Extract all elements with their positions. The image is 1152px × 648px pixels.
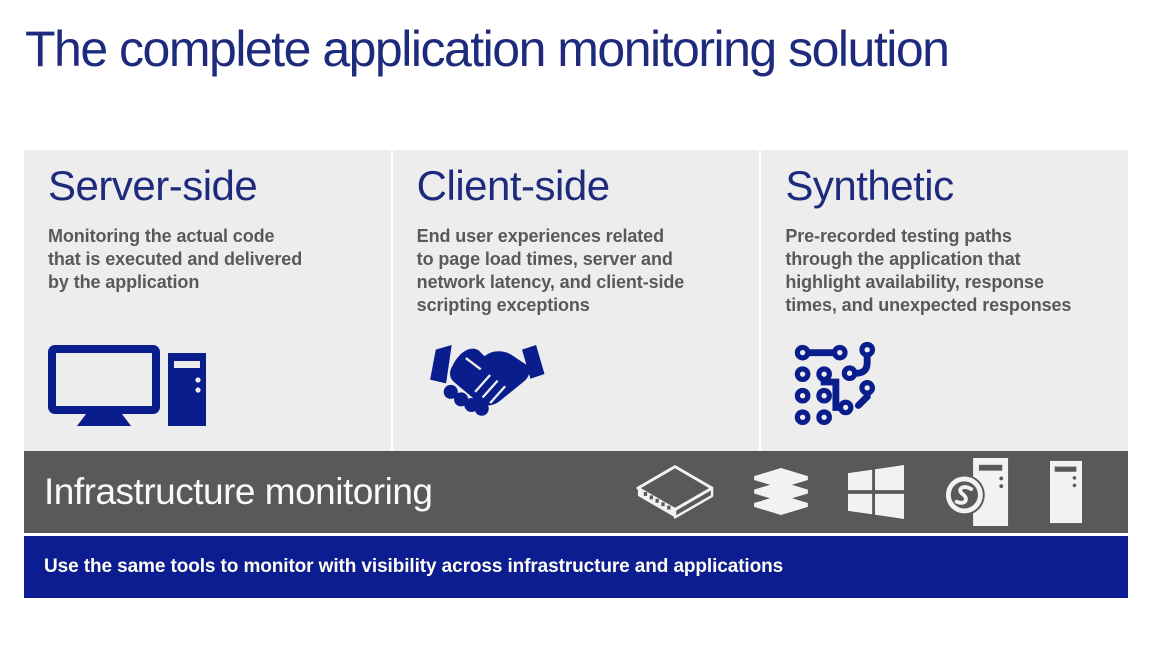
network-switch-icon [636,464,714,520]
server-tower-icon [1050,460,1082,524]
circuit-board-icon [785,337,876,427]
column-heading: Server-side [48,162,258,209]
column-description: Monitoring the actual code that is execu… [48,226,303,292]
column-description: Pre-recorded testing paths through the a… [785,226,1072,315]
column-server-side: Server-side Monitoring the actual code t… [24,150,391,451]
monitoring-columns: Server-side Monitoring the actual code t… [24,150,1129,451]
database-stack-icon [754,468,808,516]
desktop-computer-icon [48,345,210,427]
windows-logo-icon [848,464,904,520]
column-heading: Synthetic [785,162,954,209]
footer-bar: Use the same tools to monitor with visib… [24,536,1128,598]
infrastructure-bar-title: Infrastructure monitoring [44,471,433,512]
tower-sync-badge-icon [944,457,1010,527]
column-client-side: Client-side End user experiences related… [392,150,760,451]
handshake-icon [417,337,567,427]
column-description: End user experiences related to page loa… [416,226,685,315]
column-synthetic: Synthetic Pre-recorded testing paths thr… [761,150,1129,451]
page-title: The complete application monitoring solu… [25,21,950,77]
footer-text: Use the same tools to monitor with visib… [44,556,784,577]
infrastructure-icon-row [636,457,1128,527]
column-heading: Client-side [416,162,610,209]
infrastructure-bar: Infrastructure monitoring [24,451,1128,533]
